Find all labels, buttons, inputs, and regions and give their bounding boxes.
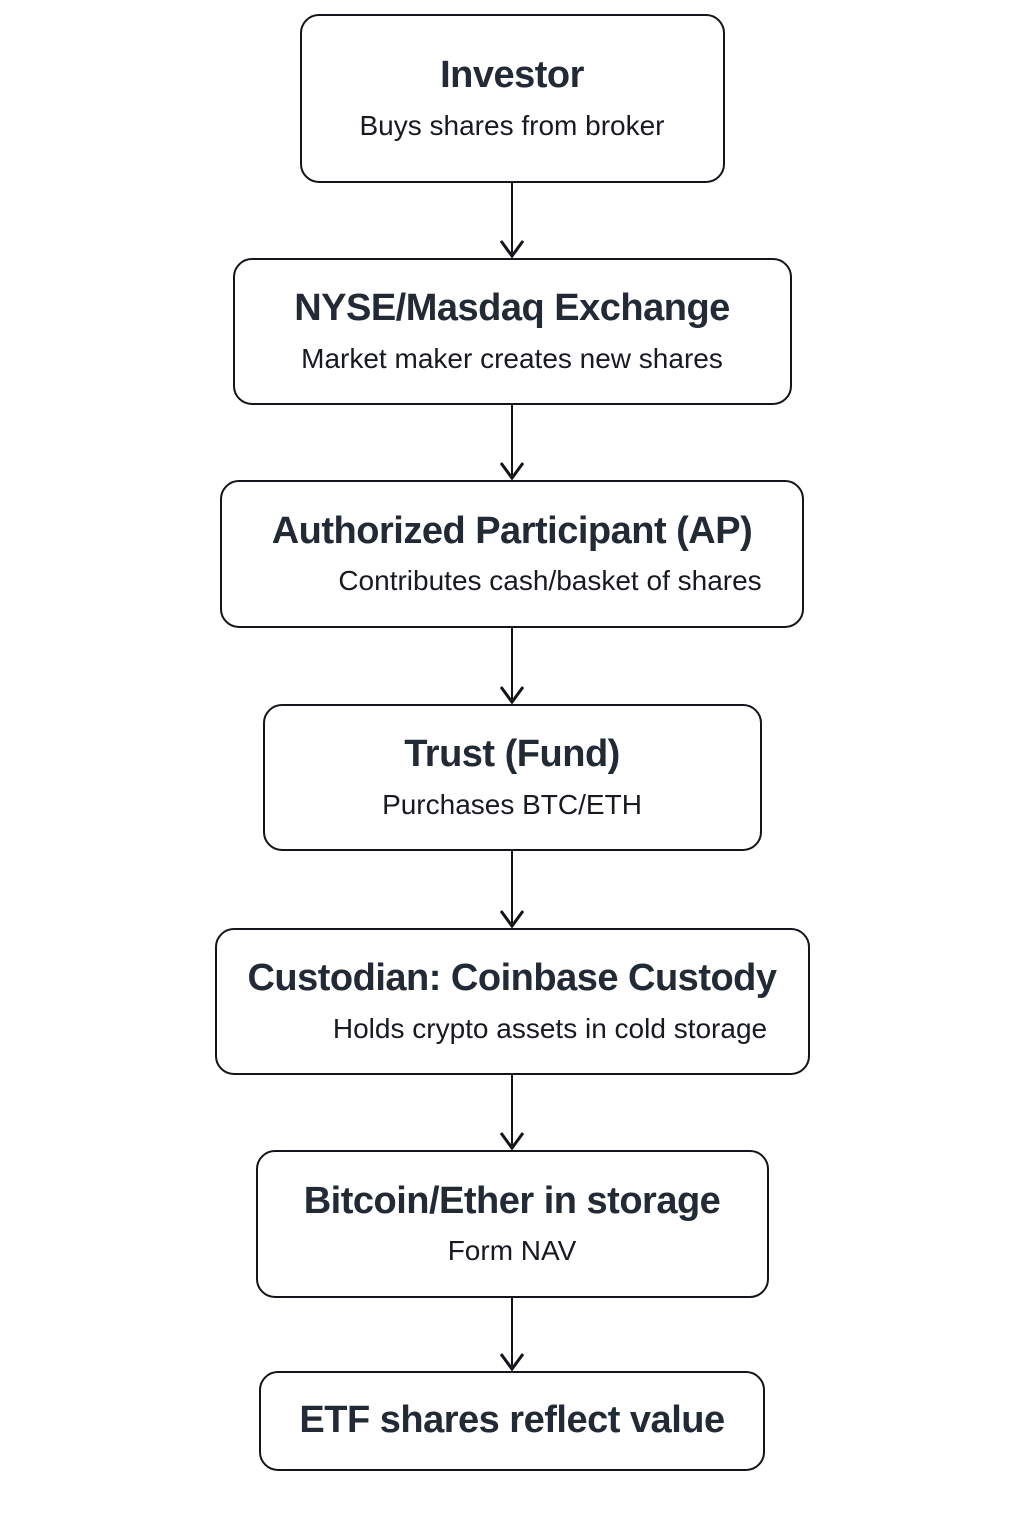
- flow-arrow-down-icon: [499, 1075, 525, 1150]
- flow-node-crypto-storage: Bitcoin/Ether in storage Form NAV: [255, 1150, 769, 1298]
- node-title: Investor: [440, 54, 584, 96]
- flow-arrow-down-icon: [499, 405, 525, 480]
- flow-node-etf-shares: ETF shares reflect value: [259, 1371, 765, 1471]
- node-title: Trust (Fund): [404, 733, 620, 775]
- node-subtitle: Holds crypto assets in cold storage: [332, 1012, 768, 1044]
- flow-node-custodian: Custodian: Coinbase Custody Holds crypto…: [214, 928, 810, 1075]
- flow-arrow-down-icon: [499, 628, 525, 704]
- node-title: Authorized Participant (AP): [271, 509, 753, 552]
- node-subtitle: Contributes cash/basket of shares: [338, 565, 762, 597]
- node-subtitle: Market maker creates new shares: [301, 342, 723, 374]
- flow-arrow-down-icon: [499, 851, 525, 928]
- node-subtitle: Form NAV: [447, 1235, 577, 1267]
- node-title: Custodian: Coinbase Custody: [247, 957, 777, 999]
- node-title: ETF shares reflect value: [299, 1399, 725, 1442]
- node-title: NYSE/Masdaq Exchange: [294, 287, 730, 329]
- node-subtitle: Buys shares from broker: [359, 109, 665, 141]
- flow-node-exchange: NYSE/Masdaq Exchange Market maker create…: [232, 258, 792, 405]
- flow-node-authorized-participant: Authorized Participant (AP) Contributes …: [220, 480, 804, 628]
- node-title: Bitcoin/Ether in storage: [303, 1179, 721, 1222]
- flow-node-investor: Investor Buys shares from broker: [299, 14, 725, 183]
- flow-node-trust-fund: Trust (Fund) Purchases BTC/ETH: [262, 704, 762, 851]
- flow-arrow-down-icon: [499, 183, 525, 258]
- flow-arrow-down-icon: [499, 1298, 525, 1371]
- node-subtitle: Purchases BTC/ETH: [382, 788, 642, 820]
